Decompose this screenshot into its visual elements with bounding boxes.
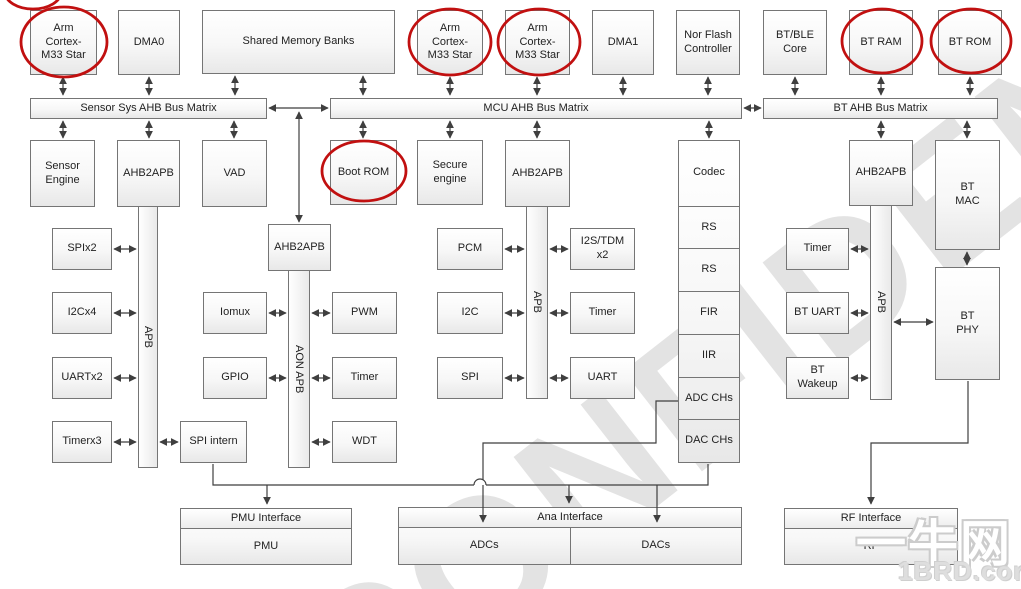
block-dma0: DMA0 xyxy=(118,10,180,75)
block-bt-phy: BT PHY xyxy=(935,267,1000,380)
block-dma1: DMA1 xyxy=(592,10,654,75)
site-logo: 一牛网 xyxy=(856,516,1012,572)
codec-cell-dac-chs: DAC CHs xyxy=(679,419,739,462)
block-timerx3: Timerx3 xyxy=(52,421,112,463)
block-uart: UART xyxy=(570,357,635,399)
block-bt-ram: BT RAM xyxy=(849,10,913,75)
block-vad: VAD xyxy=(202,140,267,207)
block-boot-rom: Boot ROM xyxy=(330,140,397,205)
pmu-body: PMU xyxy=(253,539,279,552)
highlight-ellipse-clipped xyxy=(6,0,60,11)
block-spix2: SPIx2 xyxy=(52,228,112,270)
block-bt-wakeup: BT Wakeup xyxy=(786,357,849,399)
block-pcm: PCM xyxy=(437,228,503,270)
block-timer-bt: Timer xyxy=(786,228,849,270)
block-bt-mac: BT MAC xyxy=(935,140,1000,250)
codec-cell-iir: IIR xyxy=(679,333,739,377)
codec-cell-fir: FIR xyxy=(679,291,739,334)
block-secure-engine: Secure engine xyxy=(417,140,483,205)
codec-cell-adc-chs: ADC CHs xyxy=(679,376,739,420)
block-timer-aon: Timer xyxy=(332,357,397,399)
bar-apb-sensor: APB xyxy=(138,206,158,468)
block-timer-mcu: Timer xyxy=(570,292,635,334)
block-sensor-engine: Sensor Engine xyxy=(30,140,95,207)
bar-aon-apb: AON APB xyxy=(288,270,310,468)
block-wdt: WDT xyxy=(332,421,397,463)
block-arm-cortex-m33-sensor: Arm Cortex-M33 Star xyxy=(30,10,97,75)
codec-cell-rs1: RS xyxy=(679,205,739,249)
block-ahb2apb-mcu: AHB2APB xyxy=(505,140,570,207)
bar-apb-mcu: APB xyxy=(526,206,548,399)
block-codec-chain: Codec RS RS FIR IIR ADC CHs DAC CHs xyxy=(678,140,740,463)
bus-bt-ahb-matrix: BT AHB Bus Matrix xyxy=(763,98,998,119)
block-i2s-tdm-x2: I2S/TDM x2 xyxy=(570,228,635,270)
block-arm-cortex-m33-mcu1: Arm Cortex-M33 Star xyxy=(417,10,483,75)
bus-sensor-sys-ahb-matrix: Sensor Sys AHB Bus Matrix xyxy=(30,98,267,119)
block-pmu-interface: PMU Interface PMU xyxy=(180,508,352,565)
block-ana-interface: Ana Interface ADCs DACs xyxy=(398,507,742,565)
block-spi-intern: SPI intern xyxy=(180,421,247,463)
codec-cell-rs2: RS xyxy=(679,248,739,291)
adcs-body: ADCs xyxy=(399,528,571,564)
block-pwm: PWM xyxy=(332,292,397,334)
bus-mcu-ahb-matrix: MCU AHB Bus Matrix xyxy=(330,98,742,119)
dacs-body: DACs xyxy=(641,539,671,552)
block-uartx2: UARTx2 xyxy=(52,357,112,399)
rf-interface-header: RF Interface xyxy=(785,509,957,529)
block-shared-memory-banks: Shared Memory Banks xyxy=(202,10,395,74)
block-ahb2apb-bt: AHB2APB xyxy=(849,140,913,206)
site-domain: 1BRD.com xyxy=(898,556,1021,586)
block-gpio: GPIO xyxy=(203,357,267,399)
block-bt-ble-core: BT/BLE Core xyxy=(763,10,827,75)
bar-apb-bt: APB xyxy=(870,205,892,400)
codec-cell-codec: Codec xyxy=(693,166,725,179)
block-bt-uart: BT UART xyxy=(786,292,849,334)
block-i2c: I2C xyxy=(437,292,503,334)
block-ahb2apb-sensor: AHB2APB xyxy=(117,140,180,207)
block-iomux: Iomux xyxy=(203,292,267,334)
block-rf-interface: RF Interface RF xyxy=(784,508,958,565)
ana-interface-header: Ana Interface xyxy=(399,508,741,528)
block-nor-flash-controller: Nor Flash Controller xyxy=(676,10,740,75)
block-bt-rom: BT ROM xyxy=(938,10,1002,75)
block-ahb2apb-aon: AHB2APB xyxy=(268,224,331,271)
pmu-interface-header: PMU Interface xyxy=(181,509,351,529)
rf-body: RF xyxy=(863,539,879,552)
block-arm-cortex-m33-mcu2: Arm Cortex-M33 Star xyxy=(505,10,570,75)
block-i2cx4: I2Cx4 xyxy=(52,292,112,334)
block-spi: SPI xyxy=(437,357,503,399)
